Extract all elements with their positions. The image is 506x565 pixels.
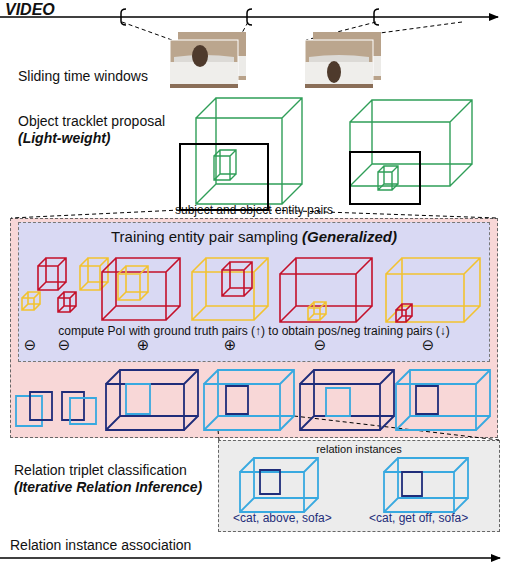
- relation-triplet: <cat, above, sofa>: [233, 511, 332, 525]
- negative-sign: ⊖: [314, 336, 327, 354]
- frame-background: [305, 40, 373, 88]
- pink-panel: subject and object entity pairsTraining …: [10, 218, 498, 438]
- leader-line: [380, 22, 462, 33]
- page-heading: VIDEO: [5, 1, 55, 19]
- positive-sign: ⊕: [137, 336, 150, 354]
- negative-sign: ⊖: [58, 336, 71, 354]
- video-frame: [305, 40, 373, 88]
- stage-label-emphasis: (Iterative Relation Inference): [14, 479, 202, 495]
- stage-label: Relation triplet classification: [14, 462, 187, 478]
- cat-shape: [192, 45, 208, 67]
- window-bracket: [121, 9, 126, 25]
- panel-heading: subject and object entity pairs: [11, 203, 497, 217]
- window-bracket: [374, 9, 379, 25]
- tracklet-cuboid: [350, 100, 472, 186]
- negative-sign: ⊖: [24, 336, 37, 354]
- time-axis: [0, 557, 500, 559]
- leader-line: [11, 210, 180, 218]
- frame-background: [178, 32, 246, 80]
- leader-line: [242, 22, 248, 33]
- tracklet-cuboid: [378, 166, 398, 190]
- tracklet-box: [350, 152, 420, 204]
- cat-shape: [327, 61, 341, 83]
- window-bracket: [247, 9, 252, 25]
- sampling-box: Training entity pair sampling(Generalize…: [18, 222, 490, 362]
- box-note: compute PoI with ground truth pairs (↑) …: [19, 324, 489, 338]
- time-axis: [0, 16, 498, 18]
- sofa-shape: [313, 56, 381, 76]
- sofa-shape: [178, 56, 246, 76]
- tracklet-cuboid: [214, 150, 236, 180]
- frame-background: [313, 32, 381, 80]
- cat-shape: [338, 50, 352, 70]
- stage-label: Object tracklet proposal: [18, 113, 165, 129]
- stage-label: Sliding time windows: [18, 68, 148, 84]
- leader-line: [122, 22, 172, 40]
- tracklet-cuboid: [196, 98, 302, 204]
- stage-label-emphasis: (Light-weight): [18, 130, 111, 146]
- negative-sign: ⊖: [422, 336, 435, 354]
- title-line: Training entity pair sampling(Generalize…: [19, 228, 489, 245]
- sofa-shape: [170, 62, 238, 84]
- relation-instances-box: relation instances <cat, above, sofa> <cat…: [218, 440, 500, 532]
- video-frame: [313, 32, 381, 80]
- box-title: Training entity pair sampling: [111, 228, 298, 245]
- box-heading: relation instances: [219, 443, 499, 455]
- positive-sign: ⊕: [224, 336, 237, 354]
- box-title-emphasis: (Generalized): [302, 228, 397, 245]
- frame-background: [170, 40, 238, 88]
- cat-shape: [215, 40, 229, 60]
- relation-triplet: <cat, get off, sofa>: [369, 511, 468, 525]
- video-frame: [178, 32, 246, 80]
- leader-line: [306, 22, 376, 40]
- floor-shape: [170, 84, 238, 88]
- sofa-back: [309, 55, 369, 62]
- stage-label: Relation instance association: [10, 537, 191, 553]
- floor-shape: [305, 84, 373, 88]
- tracklet-box: [180, 144, 268, 210]
- sofa-back: [174, 55, 234, 62]
- video-frame: [170, 40, 238, 88]
- sofa-shape: [305, 62, 373, 84]
